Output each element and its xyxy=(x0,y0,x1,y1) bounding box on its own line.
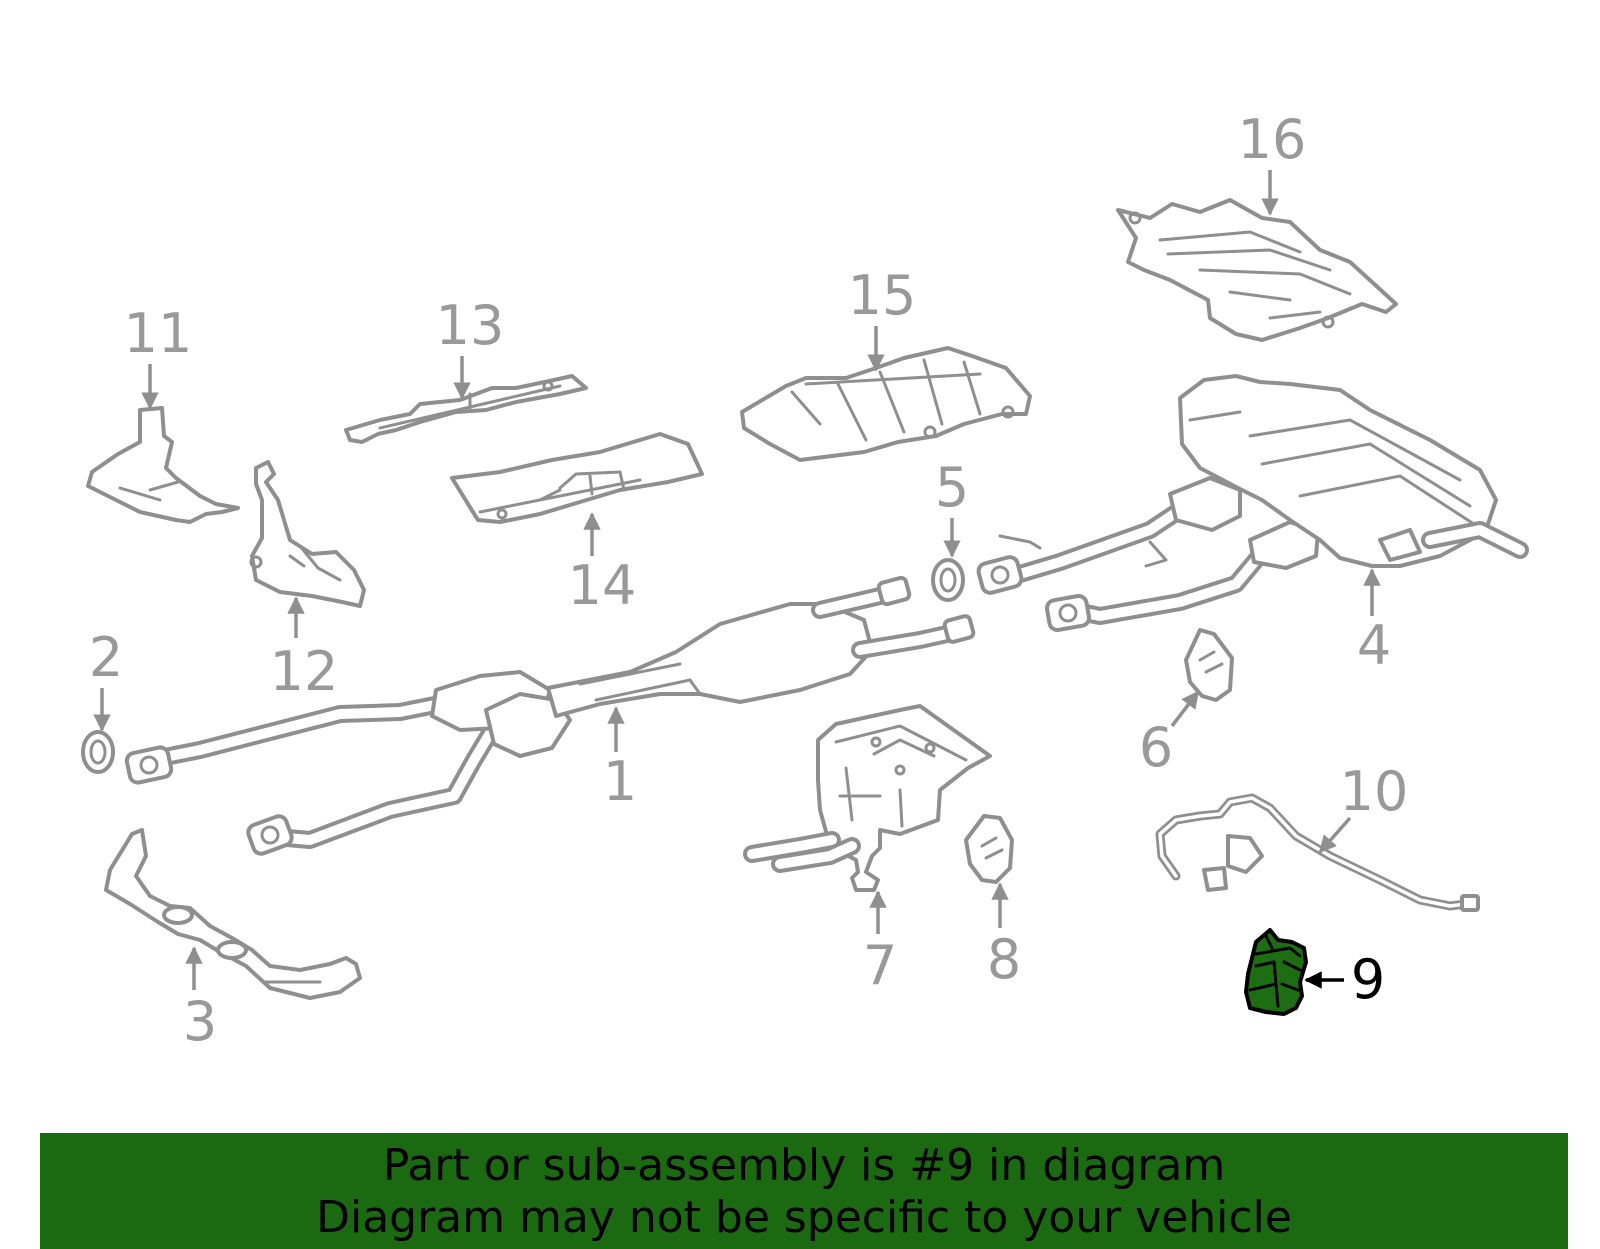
part-13-heat-insulator[interactable] xyxy=(344,374,588,444)
banner-disclaimer: Diagram may not be specific to your vehi… xyxy=(316,1192,1292,1243)
callout-1: 1 xyxy=(603,750,637,813)
callout-6: 6 xyxy=(1139,716,1173,779)
part-4-tailpipe-muffler[interactable] xyxy=(976,374,1529,632)
callout-7: 7 xyxy=(863,934,897,997)
part-15-heat-insulator[interactable] xyxy=(740,346,1032,462)
part-8-hanger[interactable] xyxy=(964,814,1014,884)
banner-part-note: Part or sub-assembly is #9 in diagram xyxy=(382,1140,1226,1191)
part-1-front-exhaust-pipe[interactable] xyxy=(124,575,976,856)
callout-10: 10 xyxy=(1340,760,1409,823)
callout-5: 5 xyxy=(935,456,969,519)
part-5-gasket[interactable] xyxy=(931,558,965,602)
callout-labels: 11 12 13 14 15 16 5 2 1 4 6 7 8 10 3 9 xyxy=(89,108,1409,1053)
part-14-heat-insulator[interactable] xyxy=(450,432,704,524)
part-2-gasket[interactable] xyxy=(81,730,115,774)
part-9-highlighted-bracket[interactable] xyxy=(1244,928,1308,1016)
part-12-bracket[interactable] xyxy=(249,460,366,608)
callout-14: 14 xyxy=(568,554,637,617)
callout-3: 3 xyxy=(183,990,217,1053)
callout-13: 13 xyxy=(436,294,505,357)
info-banner: Part or sub-assembly is #9 in diagram Di… xyxy=(40,1133,1568,1249)
callout-11: 11 xyxy=(124,302,193,365)
part-3-support-bracket[interactable] xyxy=(104,828,362,1000)
callout-8: 8 xyxy=(987,928,1021,991)
part-11-bracket[interactable] xyxy=(86,406,240,524)
part-7-support-bracket[interactable] xyxy=(743,704,992,892)
callout-2: 2 xyxy=(89,626,123,689)
part-6-hanger[interactable] xyxy=(1184,628,1234,702)
callout-4: 4 xyxy=(1357,614,1391,677)
callout-9: 9 xyxy=(1351,948,1385,1011)
callout-arrows xyxy=(93,170,1381,990)
part-10-oxygen-sensor[interactable] xyxy=(1155,793,1480,912)
callout-12: 12 xyxy=(270,640,339,703)
part-16-rear-heat-insulator[interactable] xyxy=(1116,198,1398,342)
callout-15: 15 xyxy=(848,264,917,327)
callout-16: 16 xyxy=(1238,108,1307,171)
